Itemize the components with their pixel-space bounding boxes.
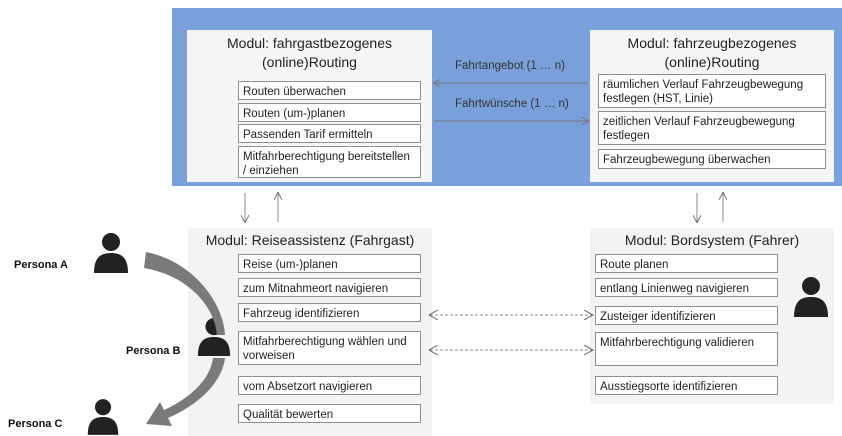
module-title: Modul: fahrgastbezogenes (online)Routing (187, 34, 432, 72)
list-item: vom Absetzort navigieren (238, 376, 421, 395)
module-title-line1: Modul: fahrzeugbezogenes (627, 35, 797, 51)
list-item: Routen (um-)planen (238, 103, 421, 122)
module-title-line2: (online)Routing (664, 54, 760, 70)
list-item: Zusteiger identifizieren (595, 306, 778, 325)
module-title-line1: Modul: fahrgastbezogenes (227, 35, 392, 51)
bordsystem-module: Modul: Bordsystem (Fahrer) Route planen … (590, 228, 834, 404)
list-item: Reise (um-)planen (238, 254, 421, 273)
list-item: Mitfahrberechtigung bereitstellen / einz… (238, 146, 421, 178)
persona-journey-arrow (146, 358, 225, 426)
person-icon (794, 277, 828, 317)
person-icon (87, 399, 119, 435)
list-item: Routen überwachen (238, 81, 421, 100)
list-item: Ausstiegsorte identifizieren (595, 376, 778, 395)
persona-a-label: Persona A (14, 259, 69, 271)
list-item: Mitfahrberechtigung wählen und vorweisen (238, 331, 421, 365)
list-item: Fahrzeugbewegung überwachen (598, 149, 826, 169)
list-item: Mitfahrberechtigung validieren (595, 332, 778, 366)
list-item: zeitlichen Verlauf Fahrzeugbewegung fest… (598, 111, 826, 145)
module-title: Modul: fahrzeugbezogenes (online)Routing (590, 34, 834, 72)
list-item: zum Mitnahmeort navigieren (238, 278, 421, 297)
fahrgast-routing-module: Modul: fahrgastbezogenes (online)Routing… (187, 30, 432, 182)
person-icon (94, 233, 128, 273)
persona-c-label: Persona C (8, 418, 63, 430)
module-title-line2: (online)Routing (262, 54, 357, 70)
list-item: räumlichen Verlauf Fahrzeugbewegung fest… (598, 74, 826, 108)
module-title: Modul: Bordsystem (Fahrer) (624, 232, 800, 248)
wishes-label: Fahrtwünsche (1 … n) (455, 98, 569, 110)
reiseassistenz-module: Modul: Reiseassistenz (Fahrgast) Reise (… (188, 228, 432, 436)
list-item: Passenden Tarif ermitteln (238, 124, 421, 143)
module-title: Modul: Reiseassistenz (Fahrgast) (205, 232, 415, 248)
persona-journey-arrow (144, 252, 225, 335)
persona-b-label: Persona B (126, 345, 181, 357)
list-item: Fahrzeug identifizieren (238, 303, 421, 322)
list-item: Qualität bewerten (238, 404, 421, 423)
list-item: entlang Linienweg navigieren (595, 278, 778, 297)
fahrzeug-routing-module: Modul: fahrzeugbezogenes (online)Routing… (590, 30, 834, 182)
offer-label: Fahrtangebot (1 … n) (455, 60, 565, 72)
list-item: Route planen (595, 254, 778, 273)
